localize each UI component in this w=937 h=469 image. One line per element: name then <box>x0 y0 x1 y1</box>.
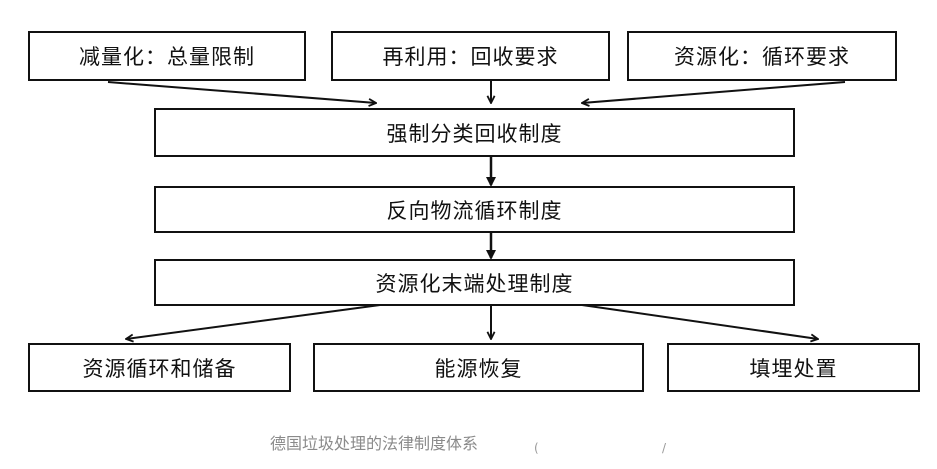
box-reuse-recovery-requirement: 再利用：回收要求 <box>331 31 610 81</box>
box-label: 资源循环和储备 <box>82 356 237 381</box>
arrow-recycle-to-sorting <box>582 81 846 103</box>
box-label: 资源化末端处理制度 <box>375 271 574 296</box>
box-label: 反向物流循环制度 <box>386 198 563 223</box>
box-label: 填埋处置 <box>749 356 838 381</box>
box-reverse-logistics-system: 反向物流循环制度 <box>154 186 795 233</box>
box-mandatory-sorting-system: 强制分类回收制度 <box>154 108 795 157</box>
box-label: 减量化：总量限制 <box>79 45 255 69</box>
box-label: 再利用：回收要求 <box>382 45 559 69</box>
box-reduction-total-limit: 减量化：总量限制 <box>28 31 306 81</box>
caption-mark-right: / <box>662 441 667 455</box>
box-energy-recovery: 能源恢复 <box>313 343 644 392</box>
box-landfill-disposal: 填埋处置 <box>667 343 920 392</box>
box-recycling-cycle-requirement: 资源化：循环要求 <box>627 31 897 81</box>
arrow-end-treatment-to-landfill <box>581 304 818 339</box>
box-end-treatment-system: 资源化末端处理制度 <box>154 259 795 306</box>
caption-mark-left: ( <box>534 441 539 455</box>
box-label: 强制分类回收制度 <box>386 121 563 146</box>
box-resource-cycle-reserve: 资源循环和储备 <box>28 343 291 392</box>
arrow-reduce-to-sorting <box>107 81 376 103</box>
box-label: 资源化：循环要求 <box>674 45 850 69</box>
arrow-end-treatment-to-recycling-reserve <box>126 304 381 339</box>
figure-caption: 德国垃圾处理的法律制度体系 <box>270 434 479 453</box>
box-label: 能源恢复 <box>434 356 523 381</box>
